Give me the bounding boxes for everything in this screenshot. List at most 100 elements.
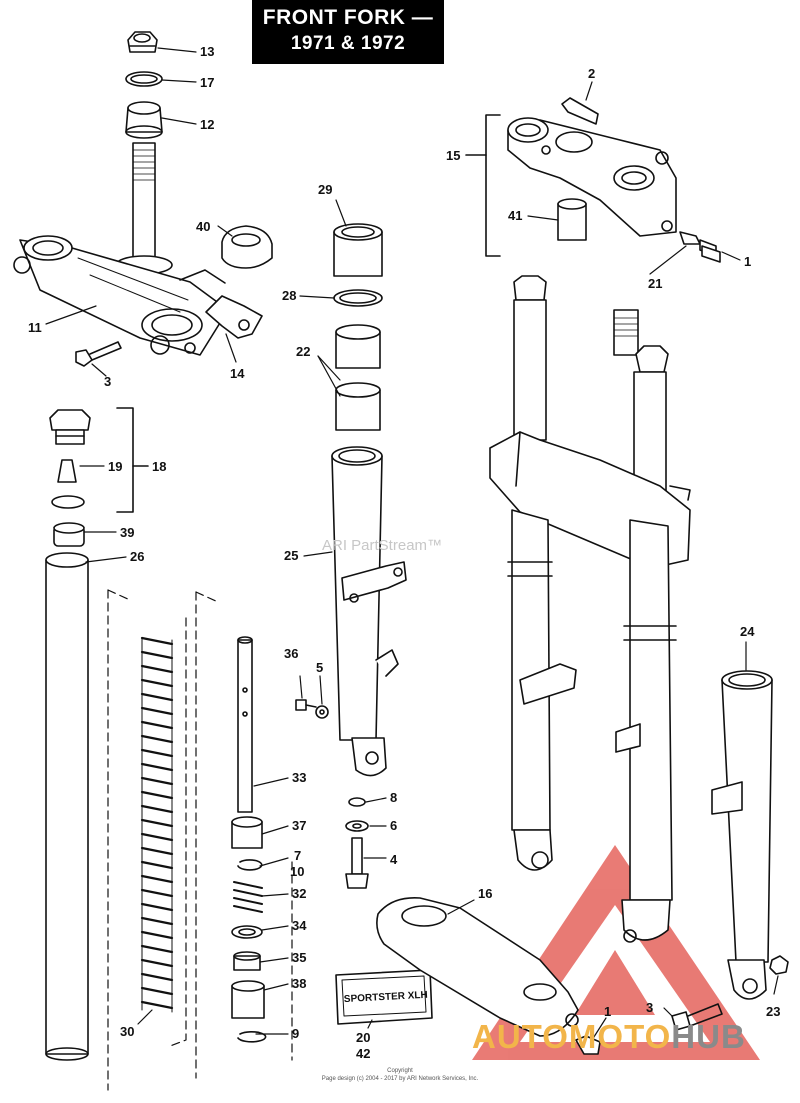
callout-33: 33 xyxy=(292,770,306,785)
callout-26: 26 xyxy=(130,549,144,564)
callout-24: 24 xyxy=(740,624,755,639)
slider-24 xyxy=(711,670,773,1000)
callout-6: 6 xyxy=(390,818,397,833)
bolt-2 xyxy=(561,97,599,125)
fork-tube-left xyxy=(513,275,547,441)
seal-29 xyxy=(333,223,383,277)
footer-page-design: Page design (c) 2004 - 2017 by ARI Netwo… xyxy=(321,1076,479,1082)
footer-copyright: Copyright xyxy=(387,1068,413,1074)
brand-part-1: AUTO xyxy=(472,1018,569,1055)
callout-16: 16 xyxy=(478,886,492,901)
washer-6 xyxy=(345,820,369,832)
callout-1-top: 1 xyxy=(744,254,751,269)
callout-29: 29 xyxy=(318,182,332,197)
title-box: FRONT FORK — 1971 & 1972 xyxy=(252,0,444,64)
callout-13: 13 xyxy=(200,44,214,59)
bushing-22a xyxy=(335,324,381,369)
callout-3-right: 3 xyxy=(646,1000,653,1015)
bolt-4 xyxy=(345,837,369,889)
callout-23: 23 xyxy=(766,1004,780,1019)
callout-28: 28 xyxy=(282,288,296,303)
callout-14: 14 xyxy=(230,366,245,381)
screw-1-bottom xyxy=(575,1035,601,1055)
brand-part-2: MOTO xyxy=(568,1018,672,1055)
damper-tube-33 xyxy=(237,636,253,813)
slider-assembled-right xyxy=(615,519,677,943)
callout-25: 25 xyxy=(284,548,298,563)
callout-3-left: 3 xyxy=(104,374,111,389)
callout-41: 41 xyxy=(508,208,522,223)
screw-1-top xyxy=(701,245,721,263)
callout-15: 15 xyxy=(446,148,460,163)
stem-nut-13 xyxy=(127,31,158,53)
upper-bracket-15 xyxy=(507,117,677,237)
callout-34: 34 xyxy=(292,918,307,933)
plug-39 xyxy=(53,522,85,547)
washer-5 xyxy=(315,705,329,719)
callout-37: 37 xyxy=(292,818,306,833)
bolt-3-left xyxy=(75,341,122,367)
callout-35: 35 xyxy=(292,950,306,965)
cup-40 xyxy=(221,225,273,269)
callout-2: 2 xyxy=(588,66,595,81)
callout-22: 22 xyxy=(296,344,310,359)
spring-32 xyxy=(233,881,263,913)
slider-assembled-left xyxy=(507,509,577,871)
bracket-15-group xyxy=(485,114,501,257)
callout-20: 20 xyxy=(356,1030,370,1045)
bolt-3-right xyxy=(671,1003,723,1031)
callout-11: 11 xyxy=(28,320,42,335)
bracket-14 xyxy=(205,295,263,339)
ring-9 xyxy=(237,1031,267,1043)
callout-labels: 13 17 12 40 11 3 14 18 19 39 26 30 36 5 … xyxy=(28,44,780,1061)
callout-12: 12 xyxy=(200,117,214,132)
callout-19: 19 xyxy=(108,459,122,474)
callout-18: 18 xyxy=(152,459,166,474)
callout-40: 40 xyxy=(196,219,210,234)
callout-1-bottom: 1 xyxy=(604,1004,611,1019)
washer-34 xyxy=(231,925,263,939)
nameplate-text: SPORTSTER XLH xyxy=(344,990,428,1005)
valve-19 xyxy=(57,459,77,483)
bushing-38 xyxy=(231,980,265,1019)
callout-42: 42 xyxy=(356,1046,370,1061)
spring-30 xyxy=(140,636,174,1013)
slider-25 xyxy=(331,446,407,777)
callout-7: 7 xyxy=(294,848,301,863)
callout-5: 5 xyxy=(316,660,323,675)
bushing-22b xyxy=(335,382,381,431)
callout-30: 30 xyxy=(120,1024,134,1039)
callout-17: 17 xyxy=(200,75,214,90)
washer-28 xyxy=(333,289,383,307)
watermark: ARI PartStream™ xyxy=(322,537,443,554)
stem-and-lower-bracket-11 xyxy=(13,142,229,356)
brand-part-3: HUB xyxy=(671,1018,746,1055)
brand-logo-text: AUTOMOTOHUB xyxy=(472,1018,746,1056)
callout-4: 4 xyxy=(390,852,398,867)
title-line-2: 1971 & 1972 xyxy=(290,33,406,54)
nameplate-20 xyxy=(335,969,433,1025)
callout-32: 32 xyxy=(292,886,306,901)
callout-8: 8 xyxy=(390,790,397,805)
screw-36 xyxy=(295,699,317,711)
bushing-12 xyxy=(125,101,163,139)
ring-7 xyxy=(237,859,263,871)
guide-damper xyxy=(195,591,293,1079)
washer-8 xyxy=(348,797,366,807)
guide-spring xyxy=(107,589,187,1091)
bushing-35 xyxy=(233,951,261,971)
washer-17 xyxy=(125,71,163,87)
bushing-37 xyxy=(231,816,263,849)
tube-26 xyxy=(45,552,89,1061)
callout-10: 10 xyxy=(290,864,304,879)
callout-36: 36 xyxy=(284,646,298,661)
cap-18 xyxy=(49,409,91,445)
title-line-1: FRONT FORK — xyxy=(262,6,434,29)
callout-39: 39 xyxy=(120,525,134,540)
nut-23 xyxy=(769,955,789,975)
callout-21: 21 xyxy=(648,276,662,291)
bracket-18-group xyxy=(116,407,149,513)
fender-bracket-16 xyxy=(376,897,579,1037)
pin-41 xyxy=(557,198,587,241)
